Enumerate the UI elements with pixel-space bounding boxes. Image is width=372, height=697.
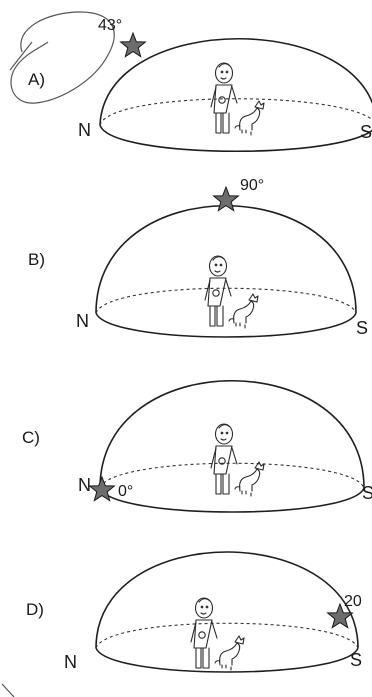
angle-label: 90°	[240, 177, 264, 194]
dome	[99, 38, 372, 126]
north-label: N	[64, 652, 77, 672]
north-label: N	[78, 475, 91, 495]
south-label: S	[350, 650, 362, 670]
south-label: S	[360, 122, 372, 142]
north-label: N	[78, 120, 91, 140]
dog-figure	[214, 635, 245, 671]
horizon-front	[99, 487, 365, 513]
dog-figure	[234, 461, 265, 497]
horizon-back	[95, 287, 357, 314]
horizon-back	[95, 622, 359, 649]
scribble-mark-2	[9, 41, 33, 71]
panel-label: C)	[22, 428, 40, 447]
north-label: N	[76, 311, 89, 331]
dome	[99, 379, 365, 489]
panel-label: D)	[26, 600, 44, 619]
panel-a: A) 43° N S	[9, 11, 372, 152]
observer-figure	[190, 597, 218, 669]
dog-figure	[234, 100, 265, 136]
angle-label: 43°	[98, 17, 122, 34]
horizon-front	[95, 647, 359, 673]
scribble-mark	[10, 11, 115, 104]
south-label: S	[356, 318, 368, 338]
dog-figure	[228, 293, 259, 329]
angle-label: 20	[344, 593, 362, 610]
panel-label: B)	[28, 250, 45, 269]
horizon-front	[99, 124, 372, 152]
panel-d: D) 20 N S	[26, 551, 362, 673]
panel-c: C) 0° N S	[22, 379, 372, 513]
panel-b: B) 90° N S	[28, 177, 368, 338]
star-icon	[120, 32, 146, 58]
observer-figure	[210, 423, 238, 495]
observer-figure	[204, 255, 232, 327]
horizon-back	[99, 98, 372, 126]
corner-mark	[1, 683, 15, 697]
dome	[95, 204, 357, 314]
angle-label: 0°	[118, 483, 133, 500]
observer-figure	[210, 62, 238, 134]
south-label: S	[362, 483, 372, 503]
star-icon	[213, 186, 239, 212]
panel-label: A)	[28, 70, 45, 89]
horizon-back	[99, 462, 365, 489]
dome	[95, 551, 359, 649]
horizon-front	[95, 312, 357, 338]
